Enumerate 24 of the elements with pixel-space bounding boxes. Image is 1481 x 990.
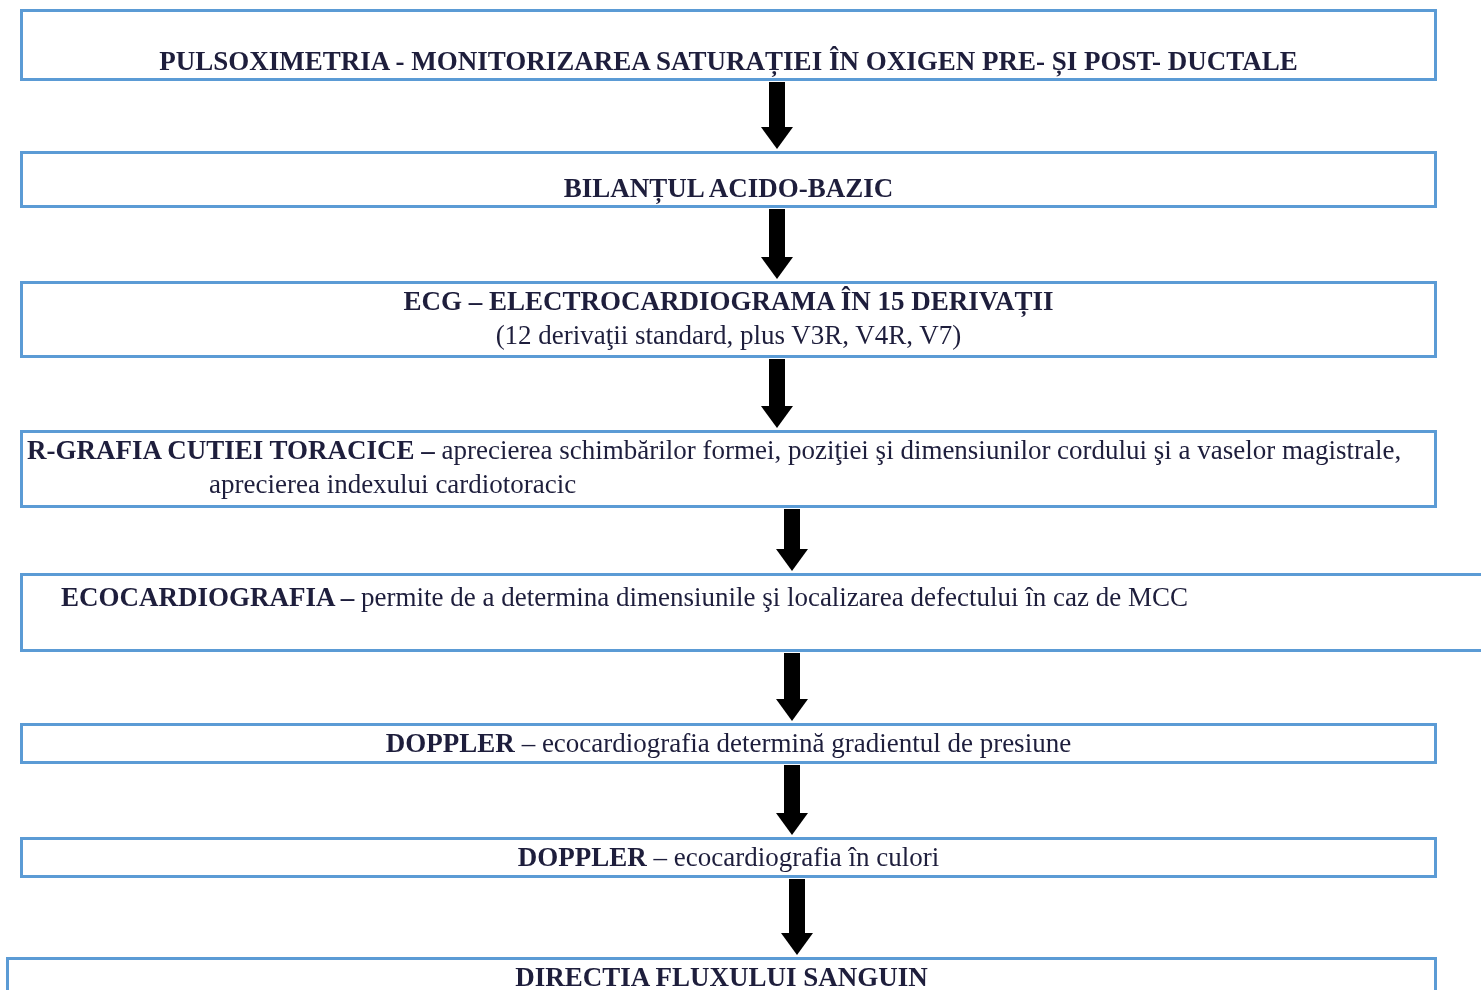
arrow [761, 82, 793, 149]
box-text: ECOCARDIOGRAFIA – permite de a determina dimensiunile şi localizarea defectului în caz de MCC [60, 581, 1189, 614]
process-box [6, 957, 1437, 990]
process-box [20, 573, 1481, 652]
arrow [761, 359, 793, 428]
process-box [20, 151, 1437, 208]
process-box [20, 430, 1437, 508]
box-text: DIRECTIA FLUXULUI SANGUIN [514, 961, 929, 990]
arrow [776, 653, 808, 721]
box-text: DOPPLER – ecocardiografia determină gradientul de presiune [384, 727, 1073, 760]
box-text: R-GRAFIA CUTIEI TORACICE – aprecierea schimbărilor formei, poziţiei şi dimensiunilor cordului şi a vaselor magistrale, aprecierea indexului cardiotoracic [26, 434, 1403, 501]
box-text: ECG – ELECTROCARDIOGRAMA ÎN 15 DERIVAȚII [402, 285, 1055, 318]
process-box [20, 9, 1437, 81]
arrow [776, 765, 808, 835]
process-box [20, 837, 1437, 878]
arrow [781, 879, 813, 955]
box-text: BILANȚUL ACIDO-BAZIC [562, 172, 895, 205]
arrow [776, 509, 808, 571]
process-box [20, 723, 1437, 764]
box-text: DOPPLER – ecocardiografia în culori [516, 841, 941, 874]
process-box [20, 281, 1437, 358]
box-text: (12 derivaţii standard, plus V3R, V4R, V7) [494, 319, 963, 352]
box-text: PULSOXIMETRIA - MONITORIZAREA SATURAȚIEI ÎN OXIGEN PRE- ȘI POST- DUCTALE [158, 45, 1299, 78]
arrow [761, 209, 793, 279]
